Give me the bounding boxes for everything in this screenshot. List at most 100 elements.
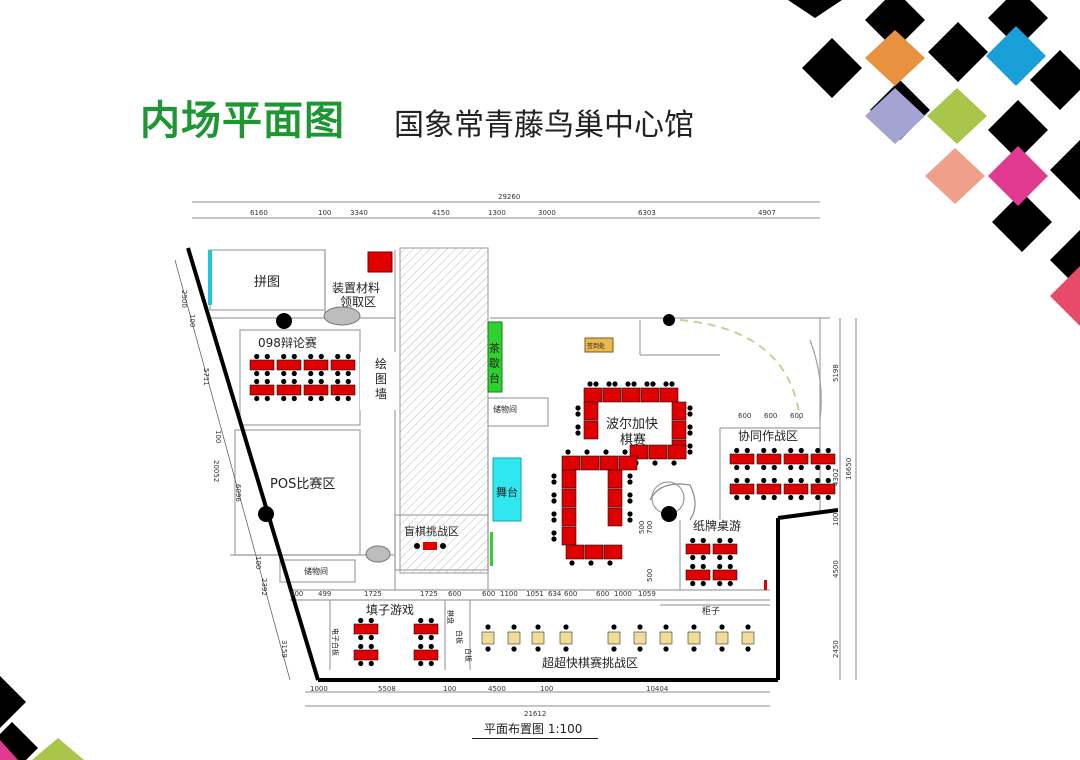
seat — [575, 430, 581, 436]
seat — [687, 405, 693, 411]
seat — [744, 447, 750, 454]
seat — [345, 378, 351, 385]
blitz-table — [715, 631, 729, 645]
zone-stage: 舞台 — [496, 485, 518, 499]
seat — [485, 624, 491, 630]
seat — [734, 464, 740, 471]
zone-drawing-wall-1: 绘 — [375, 356, 387, 371]
game-table — [413, 623, 439, 635]
seat — [650, 381, 656, 387]
game-table — [618, 455, 638, 471]
zone-storage-left: 储物间 — [304, 566, 328, 576]
exterior-walls — [186, 247, 839, 682]
seat — [745, 646, 751, 652]
dim-inner: 1725 — [364, 590, 382, 598]
dim-bottom: 4500 — [488, 685, 506, 693]
dim-right: 4500 — [832, 560, 840, 578]
seat — [551, 536, 557, 542]
seat — [264, 353, 270, 360]
seat — [744, 464, 750, 471]
zone-tea-2: 歇 — [489, 357, 500, 370]
seat — [652, 460, 658, 466]
dim-coop: 600 — [790, 412, 803, 420]
seat — [637, 646, 643, 652]
game-table — [561, 507, 577, 527]
seat — [368, 634, 374, 641]
seat — [345, 353, 351, 360]
zone-card: 纸牌桌游 — [693, 519, 741, 533]
dim-left: 20052 — [212, 460, 220, 482]
seat — [687, 424, 693, 430]
seat — [788, 447, 794, 454]
seat — [254, 378, 260, 385]
zone-sign: 签到处 — [587, 342, 605, 350]
seat — [551, 530, 557, 536]
zone-fill-game: 填子游戏 — [366, 603, 414, 617]
pillar — [661, 506, 677, 522]
seat — [761, 494, 767, 501]
game-table — [583, 401, 599, 421]
seat — [551, 511, 557, 517]
seat — [622, 449, 628, 455]
dim-top: 4907 — [758, 209, 776, 217]
seat — [788, 477, 794, 484]
zone-coop: 协同作战区 — [738, 428, 798, 443]
blitz-table — [607, 631, 621, 645]
table-groups — [249, 353, 836, 667]
game-table — [671, 401, 687, 421]
game-table — [353, 649, 379, 661]
dim-bottom: 1000 — [310, 685, 328, 693]
seat — [700, 563, 706, 570]
dim-inner: 600 — [290, 590, 303, 598]
seat — [687, 443, 693, 449]
seat — [485, 646, 491, 652]
seat — [358, 643, 364, 650]
diamond-salmon — [925, 148, 985, 204]
game-table — [607, 488, 623, 508]
seat — [612, 381, 618, 387]
seat — [815, 494, 821, 501]
dim-bottom: 100 — [443, 685, 456, 693]
seat — [815, 477, 821, 484]
seat — [358, 634, 364, 641]
seat — [771, 464, 777, 471]
seat — [637, 624, 643, 630]
seat — [551, 517, 557, 523]
seat — [627, 479, 633, 485]
dim-right: 5198 — [832, 364, 840, 382]
seat — [264, 370, 270, 377]
seat — [744, 494, 750, 501]
dim-inner-row: 600 499 1725 1725 600 600 1100 1051 634 … — [290, 590, 656, 598]
dim-inner: 1059 — [638, 590, 656, 598]
seat — [734, 494, 740, 501]
dim-inner: 600 — [482, 590, 495, 598]
seat — [663, 624, 669, 630]
seat — [761, 447, 767, 454]
zone-vertical-whiteboard-3: 白板 — [464, 648, 473, 662]
seat — [734, 477, 740, 484]
dim-left-column: 2500 100 5711 100 20052 6096 100 2392 31… — [180, 290, 288, 658]
seat — [825, 447, 831, 454]
dim-inner: 600 — [596, 590, 609, 598]
seat — [727, 563, 733, 570]
dim-inner: 600 — [448, 590, 461, 598]
game-table — [607, 507, 623, 527]
zone-ultra: 超超快棋赛挑战区 — [542, 655, 638, 670]
seat — [669, 381, 675, 387]
dim-inner: 634 — [548, 590, 562, 598]
seat — [345, 370, 351, 377]
seat — [717, 554, 723, 561]
seat — [745, 624, 751, 630]
seat — [588, 560, 594, 566]
dim-top: 4150 — [432, 209, 450, 217]
game-table — [561, 488, 577, 508]
seat — [308, 378, 314, 385]
pillar — [663, 314, 675, 326]
seat — [700, 580, 706, 587]
game-table — [599, 455, 619, 471]
zone-tea-3: 台 — [489, 371, 500, 385]
dim-card: 500 — [646, 569, 654, 582]
seat — [254, 395, 260, 402]
zone-vertical-whiteboard-2: 白板 — [455, 630, 464, 644]
